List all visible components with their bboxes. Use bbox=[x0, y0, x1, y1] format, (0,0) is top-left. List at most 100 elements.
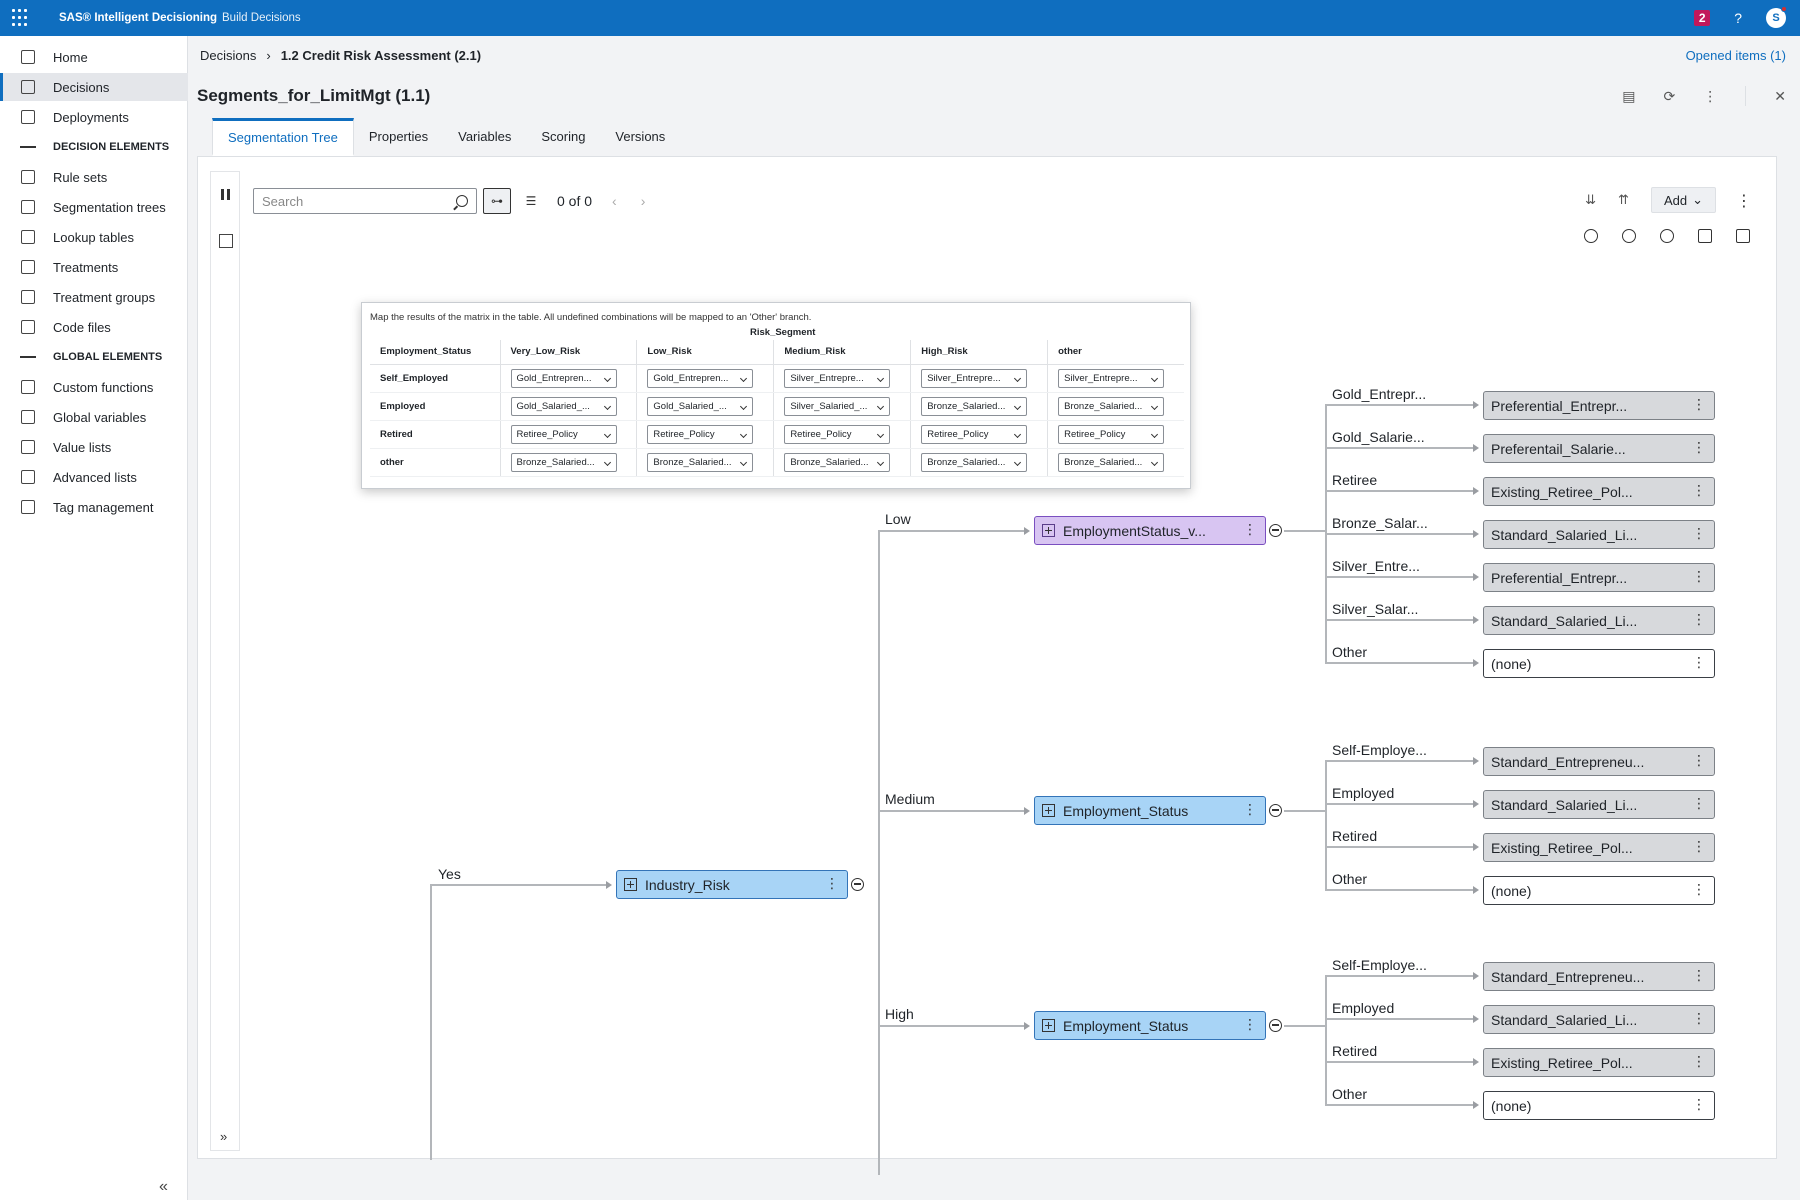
matrix-cell-select[interactable]: Retiree_Policy bbox=[647, 424, 754, 444]
node-menu-icon[interactable]: ⋮ bbox=[1692, 654, 1706, 670]
table-view-icon[interactable] bbox=[219, 234, 233, 248]
node-menu-icon[interactable]: ⋮ bbox=[1692, 439, 1706, 455]
node-menu-icon[interactable]: ⋮ bbox=[1692, 1010, 1706, 1026]
sidebar-item-value-lists[interactable]: Value lists bbox=[0, 433, 188, 461]
expand-icon[interactable]: » bbox=[220, 1129, 228, 1144]
close-icon[interactable]: ✕ bbox=[1774, 87, 1786, 104]
node-menu-icon[interactable]: ⋮ bbox=[1692, 752, 1706, 768]
sidebar-item-treatments[interactable]: Treatments bbox=[0, 253, 188, 281]
treatment-leaf-node[interactable]: Existing_Retiree_Pol...⋮ bbox=[1483, 477, 1715, 506]
matrix-cell-select[interactable]: Bronze_Salaried... bbox=[647, 452, 754, 472]
tree-view-icon[interactable]: ⊶ bbox=[483, 188, 511, 214]
sidebar-item-segmentation-trees[interactable]: Segmentation trees bbox=[0, 193, 188, 221]
node-menu-icon[interactable]: ⋮ bbox=[1692, 1053, 1706, 1069]
treatment-leaf-node[interactable]: Preferentail_Salarie...⋮ bbox=[1483, 434, 1715, 463]
matrix-cell-select[interactable]: Silver_Salaried_... bbox=[784, 396, 891, 416]
collapse-all-icon[interactable]: ⇈ bbox=[1618, 192, 1629, 207]
zoom-in-icon[interactable] bbox=[1584, 229, 1598, 243]
sidebar-item-global-variables[interactable]: Global variables bbox=[0, 403, 188, 431]
node-menu-icon[interactable]: ⋮ bbox=[1692, 611, 1706, 627]
sidebar-item-tag-management[interactable]: Tag management bbox=[0, 493, 188, 521]
matrix-cell-select[interactable]: Gold_Salaried_... bbox=[647, 396, 754, 416]
tab-segmentation-tree[interactable]: Segmentation Tree bbox=[212, 118, 354, 156]
layout-icon[interactable] bbox=[1736, 229, 1750, 243]
industry-risk-node[interactable]: Industry_Risk⋮ bbox=[616, 870, 848, 899]
save-icon[interactable]: ▤ bbox=[1622, 87, 1636, 104]
treatment-leaf-node[interactable]: Standard_Entrepreneu...⋮ bbox=[1483, 962, 1715, 991]
breadcrumb-root[interactable]: Decisions bbox=[200, 48, 257, 63]
node-menu-icon[interactable]: ⋮ bbox=[1243, 1016, 1257, 1032]
matrix-cell-select[interactable]: Bronze_Salaried... bbox=[784, 452, 891, 472]
node-menu-icon[interactable]: ⋮ bbox=[1692, 396, 1706, 412]
matrix-cell-select[interactable]: Silver_Entrepre... bbox=[784, 368, 891, 388]
node-menu-icon[interactable]: ⋮ bbox=[1692, 881, 1706, 897]
tab-variables[interactable]: Variables bbox=[458, 129, 512, 144]
add-button[interactable]: Add⌄ bbox=[1650, 187, 1716, 213]
node-menu-icon[interactable]: ⋮ bbox=[825, 875, 839, 891]
search-input[interactable]: Search bbox=[253, 188, 477, 214]
collapse-sidebar-icon[interactable]: « bbox=[159, 1178, 168, 1195]
matrix-cell-select[interactable]: Bronze_Salaried... bbox=[1058, 396, 1165, 416]
collapse-node-icon[interactable] bbox=[851, 878, 864, 891]
matrix-cell-select[interactable]: Retiree_Policy bbox=[1058, 424, 1165, 444]
sidebar-item-code-files[interactable]: Code files bbox=[0, 313, 188, 341]
user-avatar[interactable]: S bbox=[1766, 6, 1787, 28]
tab-versions[interactable]: Versions bbox=[615, 129, 666, 144]
panel-toggle-icon[interactable] bbox=[219, 188, 233, 202]
zoom-reset-icon[interactable] bbox=[1660, 229, 1674, 243]
sidebar-item-home[interactable]: Home bbox=[0, 43, 188, 71]
sidebar-item-treatment-groups[interactable]: Treatment groups bbox=[0, 283, 188, 311]
sidebar-item-rule-sets[interactable]: Rule sets bbox=[0, 163, 188, 191]
matrix-cell-select[interactable]: Retiree_Policy bbox=[921, 424, 1028, 444]
fit-to-screen-icon[interactable] bbox=[1698, 229, 1712, 243]
node-menu-icon[interactable]: ⋮ bbox=[1243, 521, 1257, 537]
list-view-icon[interactable]: ☰ bbox=[525, 194, 537, 208]
collapse-node-icon[interactable] bbox=[1269, 1019, 1282, 1032]
collapse-node-icon[interactable] bbox=[1269, 804, 1282, 817]
employment-status-node[interactable]: Employment_Status⋮ bbox=[1034, 796, 1266, 825]
sidebar-item-custom-functions[interactable]: Custom functions bbox=[0, 373, 188, 401]
tab-scoring[interactable]: Scoring bbox=[541, 129, 586, 144]
matrix-cell-select[interactable]: Gold_Entrepren... bbox=[510, 368, 617, 388]
treatment-leaf-node[interactable]: Standard_Entrepreneu...⋮ bbox=[1483, 747, 1715, 776]
sidebar-item-advanced-lists[interactable]: Advanced lists bbox=[0, 463, 188, 491]
matrix-cell-select[interactable]: Retiree_Policy bbox=[784, 424, 891, 444]
matrix-cell-select[interactable]: Bronze_Salaried... bbox=[1058, 452, 1165, 472]
treatment-leaf-node[interactable]: Standard_Salaried_Li...⋮ bbox=[1483, 1005, 1715, 1034]
refresh-icon[interactable]: ⟳ bbox=[1663, 87, 1676, 104]
treatment-leaf-node[interactable]: Preferential_Entrepr...⋮ bbox=[1483, 563, 1715, 592]
matrix-cell-select[interactable]: Gold_Entrepren... bbox=[647, 368, 754, 388]
previous-icon[interactable]: ‹ bbox=[612, 193, 617, 209]
treatment-leaf-node[interactable]: Standard_Salaried_Li...⋮ bbox=[1483, 520, 1715, 549]
treatment-leaf-node[interactable]: Preferential_Entrepr...⋮ bbox=[1483, 391, 1715, 420]
node-menu-icon[interactable]: ⋮ bbox=[1692, 525, 1706, 541]
employment-status-node[interactable]: Employment_Status⋮ bbox=[1034, 1011, 1266, 1040]
matrix-cell-select[interactable]: Gold_Salaried_... bbox=[510, 396, 617, 416]
sidebar-item-decisions[interactable]: Decisions bbox=[0, 73, 188, 101]
matrix-cell-select[interactable]: Bronze_Salaried... bbox=[510, 452, 617, 472]
expand-all-icon[interactable]: ⇊ bbox=[1585, 192, 1597, 207]
sidebar-item-deployments[interactable]: Deployments bbox=[0, 103, 188, 131]
matrix-cell-select[interactable]: Silver_Entrepre... bbox=[921, 368, 1028, 388]
empty-leaf-node[interactable]: (none)⋮ bbox=[1483, 876, 1715, 905]
empty-leaf-node[interactable]: (none)⋮ bbox=[1483, 1091, 1715, 1120]
node-menu-icon[interactable]: ⋮ bbox=[1692, 482, 1706, 498]
tab-properties[interactable]: Properties bbox=[368, 129, 429, 144]
matrix-cell-select[interactable]: Retiree_Policy bbox=[510, 424, 617, 444]
sidebar-item-lookup-tables[interactable]: Lookup tables bbox=[0, 223, 188, 251]
opened-items-link[interactable]: Opened items (1) bbox=[1685, 48, 1786, 63]
treatment-leaf-node[interactable]: Existing_Retiree_Pol...⋮ bbox=[1483, 1048, 1715, 1077]
more-options-icon[interactable]: ⋮ bbox=[1703, 87, 1718, 104]
matrix-cell-select[interactable]: Bronze_Salaried... bbox=[921, 396, 1028, 416]
help-icon[interactable]: ? bbox=[1734, 10, 1742, 26]
node-menu-icon[interactable]: ⋮ bbox=[1692, 795, 1706, 811]
node-menu-icon[interactable]: ⋮ bbox=[1692, 967, 1706, 983]
zoom-out-icon[interactable] bbox=[1622, 229, 1636, 243]
treatment-leaf-node[interactable]: Standard_Salaried_Li...⋮ bbox=[1483, 606, 1715, 635]
matrix-cell-select[interactable]: Silver_Entrepre... bbox=[1058, 368, 1165, 388]
node-menu-icon[interactable]: ⋮ bbox=[1692, 568, 1706, 584]
employment-status-node[interactable]: EmploymentStatus_v...⋮ bbox=[1034, 516, 1266, 545]
next-icon[interactable]: › bbox=[640, 193, 646, 209]
treatment-leaf-node[interactable]: Existing_Retiree_Pol...⋮ bbox=[1483, 833, 1715, 862]
